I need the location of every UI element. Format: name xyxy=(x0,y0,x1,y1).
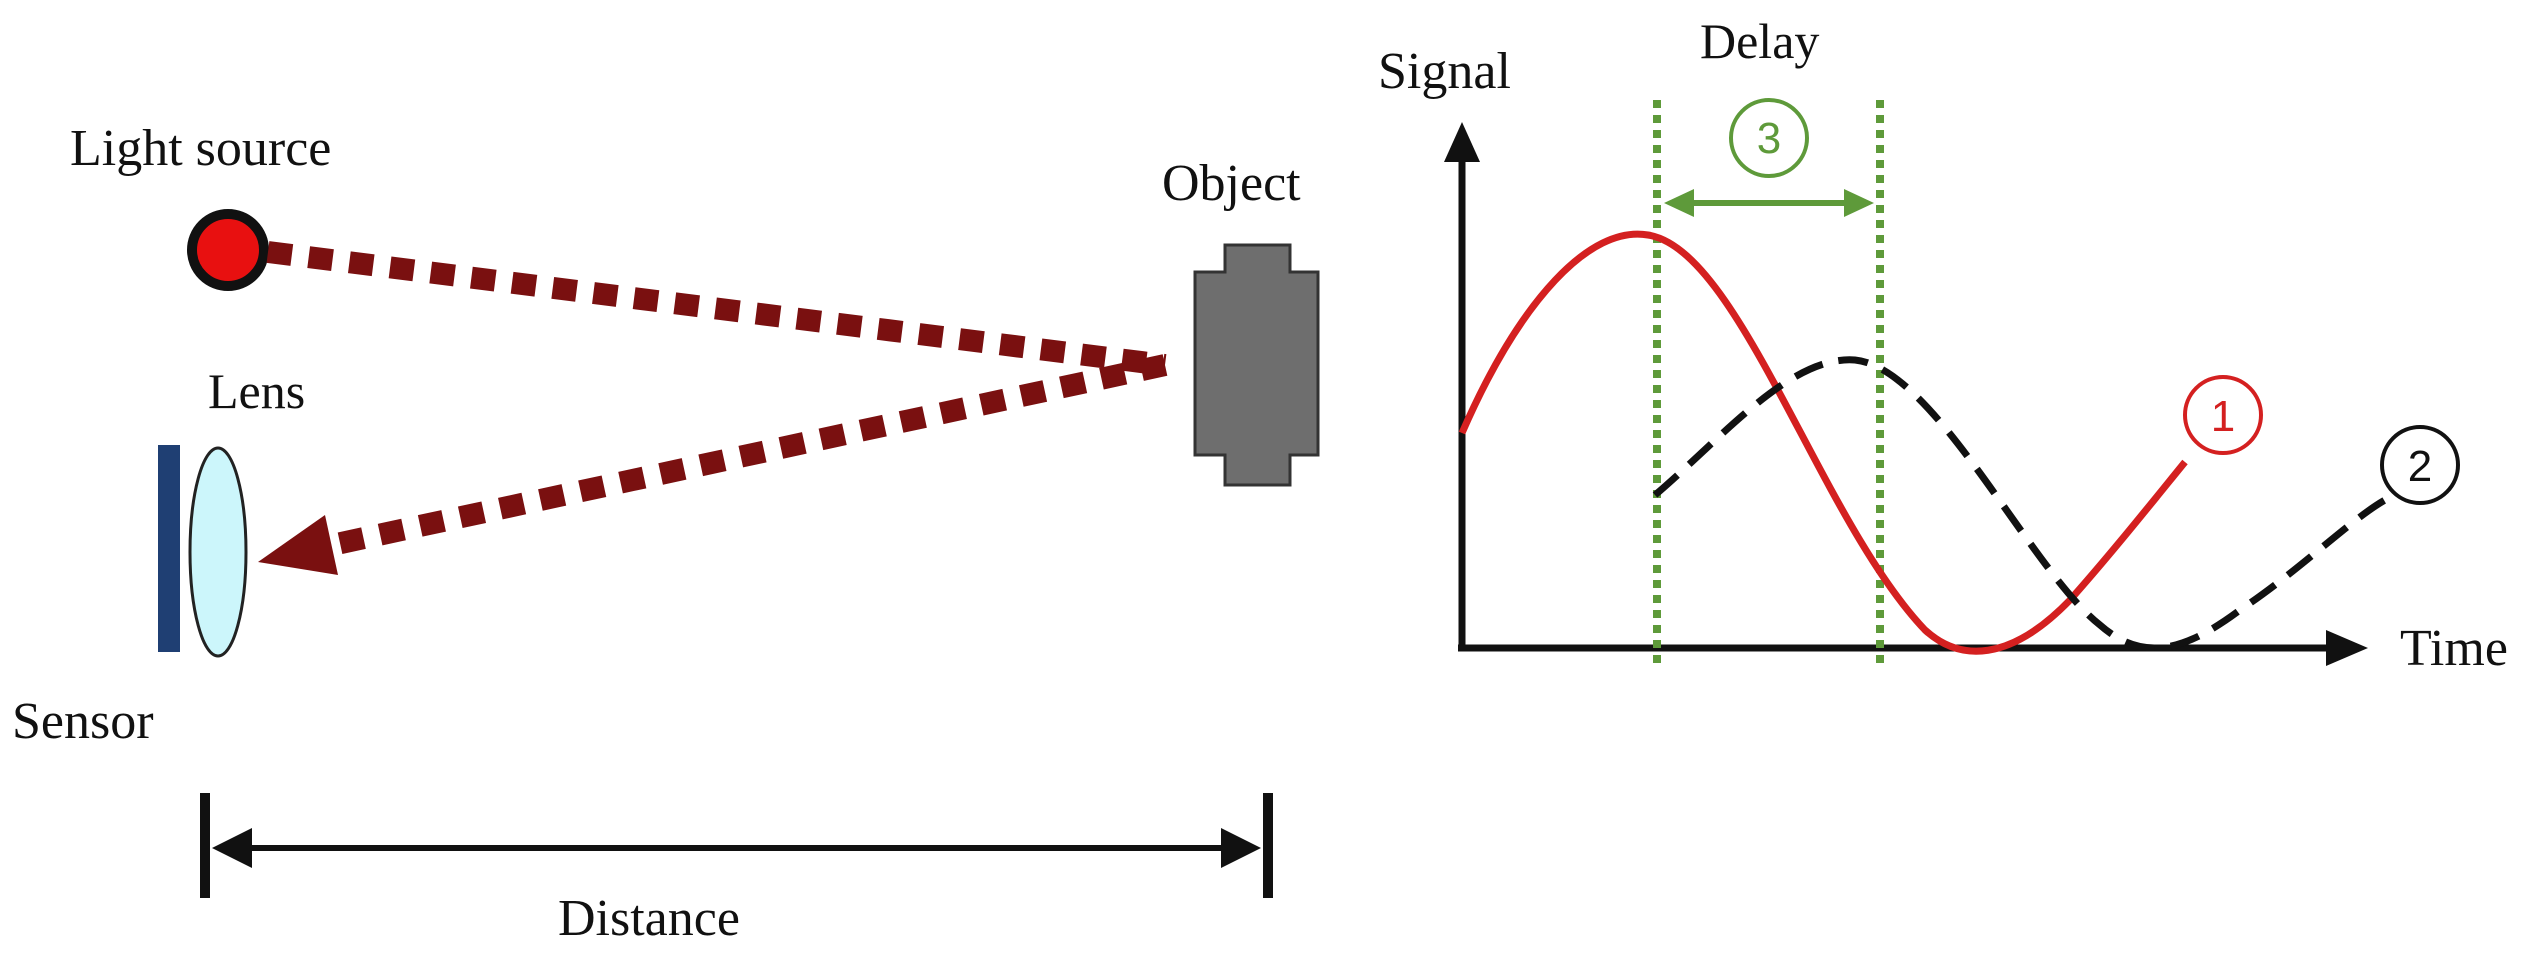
emitted-signal-number: 1 xyxy=(2211,392,2235,441)
signal-axis-label: Signal xyxy=(1378,43,1511,100)
emitted-signal-marker xyxy=(2183,375,2263,455)
time-axis-label: Time xyxy=(2400,620,2508,677)
lens-icon xyxy=(188,446,248,658)
reflected-light-beam xyxy=(315,354,1168,559)
light-source-label: Light source xyxy=(70,120,331,177)
emitted-signal-curve xyxy=(1458,230,2188,655)
received-signal-number: 2 xyxy=(2408,442,2432,491)
lens-label: Lens xyxy=(208,363,305,419)
delay-arrow-left-head xyxy=(1664,189,1694,217)
sensor-label: Sensor xyxy=(12,693,154,750)
distance-left-arrowhead xyxy=(212,828,252,868)
y-axis-arrowhead xyxy=(1444,122,1480,162)
sensor-icon xyxy=(158,445,180,652)
outgoing-light-beam xyxy=(266,241,1167,376)
delay-arrow-right-head xyxy=(1844,189,1874,217)
object-label: Object xyxy=(1162,155,1301,212)
light-source-icon xyxy=(187,209,269,291)
distance-label: Distance xyxy=(558,890,740,947)
received-signal-curve xyxy=(1652,356,2387,652)
object-icon xyxy=(1193,243,1320,487)
delay-label: Delay xyxy=(1700,13,1819,69)
delay-marker-number: 3 xyxy=(1757,114,1781,163)
received-signal-marker xyxy=(2380,425,2460,505)
x-axis-arrowhead xyxy=(2326,630,2368,666)
delay-marker-circle xyxy=(1729,98,1809,178)
distance-right-arrowhead xyxy=(1221,828,1261,868)
reflected-beam-arrowhead xyxy=(258,515,338,575)
